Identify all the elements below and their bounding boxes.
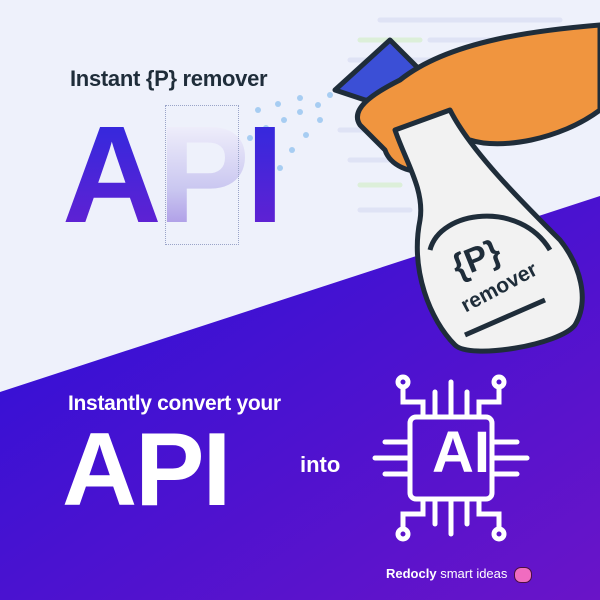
brand-footer: Redocly smart ideas <box>386 566 533 583</box>
bottle-body <box>392 107 585 354</box>
spray-bottle-illustration <box>332 22 600 354</box>
headline: Instant {P} remover <box>70 66 268 91</box>
letter-a: A <box>62 98 162 252</box>
letter-p-faded: P <box>157 98 250 252</box>
subheading: Instantly convert your <box>68 392 281 415</box>
brain-icon <box>514 566 533 583</box>
big-api-letters: API <box>62 105 284 245</box>
brand-name: Redocly <box>386 566 437 581</box>
into-text: into <box>300 452 341 477</box>
brand-tagline: smart ideas <box>440 566 508 581</box>
spray-droplets <box>233 92 333 193</box>
api-text: API <box>62 412 231 528</box>
chip-text: AI <box>432 420 490 485</box>
chip-icon <box>372 374 530 542</box>
letter-i: I <box>245 98 284 252</box>
